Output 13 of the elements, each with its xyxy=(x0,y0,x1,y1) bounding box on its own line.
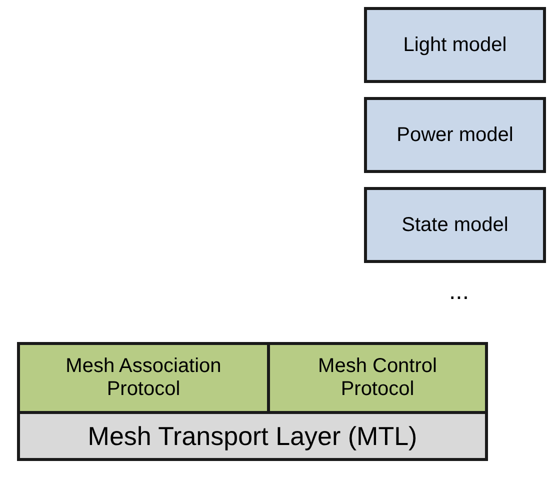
model-box xyxy=(364,187,546,263)
layer-box xyxy=(17,411,488,461)
ellipsis-text: ... xyxy=(449,278,470,306)
box-label: Mesh Control Protocol xyxy=(317,355,438,401)
box-label: Mesh Association Protocol xyxy=(64,355,222,401)
box-label: Mesh Transport Layer (MTL) xyxy=(86,420,418,452)
box-label: Light model xyxy=(402,34,508,56)
protocol-box xyxy=(267,342,488,414)
protocol-box xyxy=(17,342,270,414)
box-label: Power model xyxy=(396,124,514,146)
model-box xyxy=(364,7,546,83)
box-label: State model xyxy=(400,214,510,236)
model-box xyxy=(364,97,546,173)
